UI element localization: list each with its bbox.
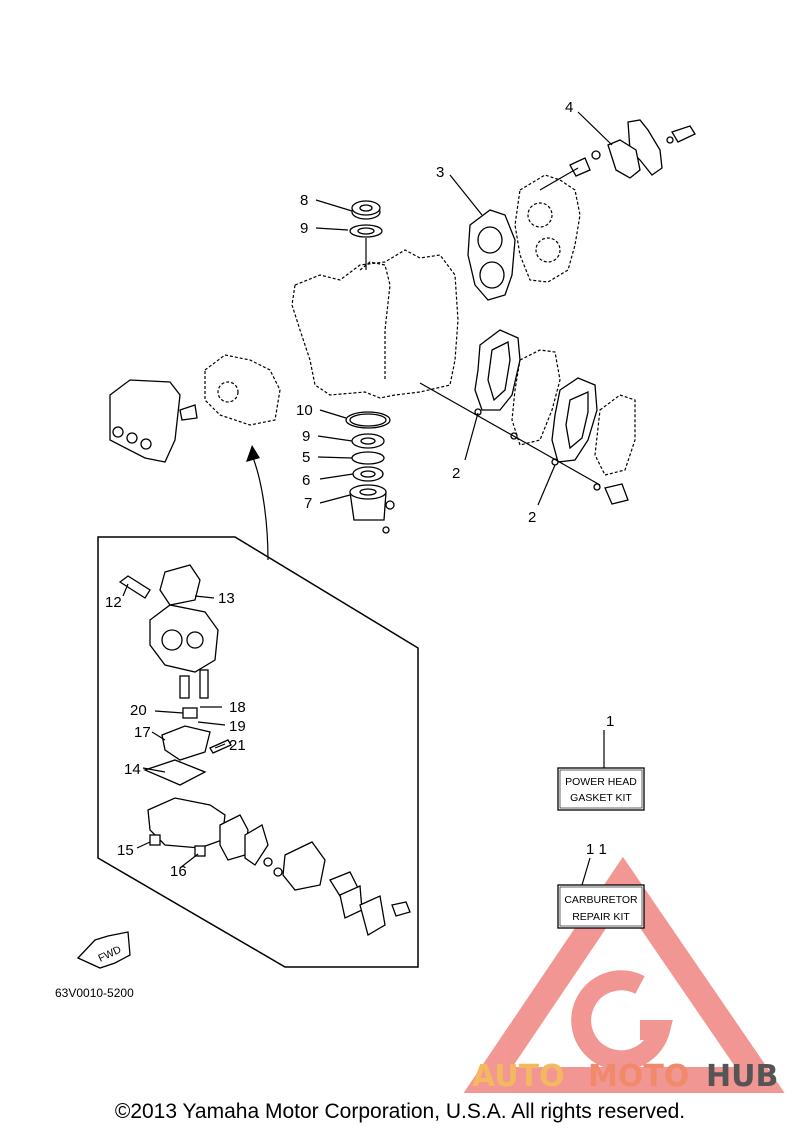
oil-seal-top (349, 200, 383, 270)
copyright-notice: ©2013 Yamaha Motor Corporation, U.S.A. A… (114, 1100, 686, 1123)
watermark-part2: MOTO (588, 1059, 689, 1094)
cylinder-head-cover (514, 174, 581, 283)
callout-17: 17 (134, 724, 151, 741)
watermark-part3: HUB (706, 1059, 778, 1094)
callout-14: 14 (124, 761, 141, 778)
power-head-gasket-kit-box: POWER HEAD GASKET KIT (557, 767, 645, 811)
watermark-text: AUTO MOTO HUB (472, 1059, 778, 1094)
callout-13: 13 (218, 590, 235, 607)
callout-18: 18 (229, 699, 246, 716)
callout-9-lower: 9 (302, 428, 310, 445)
carb-kit-line2: REPAIR KIT (572, 911, 630, 923)
watermark-part1: AUTO (472, 1059, 565, 1094)
power-head-kit-line2: GASKET KIT (570, 792, 632, 804)
power-head-kit-line1: POWER HEAD (565, 776, 637, 788)
intake-silencer (109, 379, 198, 463)
carburetor-repair-kit-box: CARBURETOR REPAIR KIT (557, 884, 645, 929)
thermostat-cover-assembly (539, 119, 696, 191)
watermark-logo (463, 856, 785, 1093)
callout-8: 8 (300, 192, 308, 209)
callout-16: 16 (170, 863, 187, 880)
reference-arrow (246, 445, 269, 561)
callout-10: 10 (296, 402, 313, 419)
head-gasket (467, 209, 516, 301)
callout-11: 1 1 (586, 841, 607, 858)
lower-seal-stack (345, 411, 395, 534)
callout-9-upper: 9 (300, 220, 308, 237)
callout-12: 12 (105, 594, 122, 611)
leader-lines (122, 111, 613, 886)
callout-21: 21 (229, 737, 246, 754)
carburetor-outline (204, 354, 281, 426)
cylinder-block (291, 249, 459, 399)
carb-kit-line1: CARBURETOR (564, 894, 638, 906)
callout-2-lower: 2 (528, 509, 536, 526)
callout-7: 7 (304, 495, 312, 512)
callout-1: 1 (606, 713, 614, 730)
callout-2-upper: 2 (452, 465, 460, 482)
carburetor-inset: FWD (76, 536, 419, 969)
diagram-code: 63V0010-5200 (55, 986, 134, 1000)
callout-4: 4 (565, 99, 573, 116)
callout-15: 15 (117, 842, 134, 859)
callout-19: 19 (229, 718, 246, 735)
fwd-arrow: FWD (76, 931, 131, 969)
callout-6: 6 (302, 472, 310, 489)
callout-3: 3 (436, 164, 444, 181)
reed-valve-gaskets (419, 329, 636, 505)
callout-5: 5 (302, 449, 310, 466)
callout-20: 20 (130, 702, 147, 719)
callout-numbers: 1 2 2 3 4 5 6 7 8 9 9 10 1 1 12 13 14 15… (105, 99, 614, 880)
